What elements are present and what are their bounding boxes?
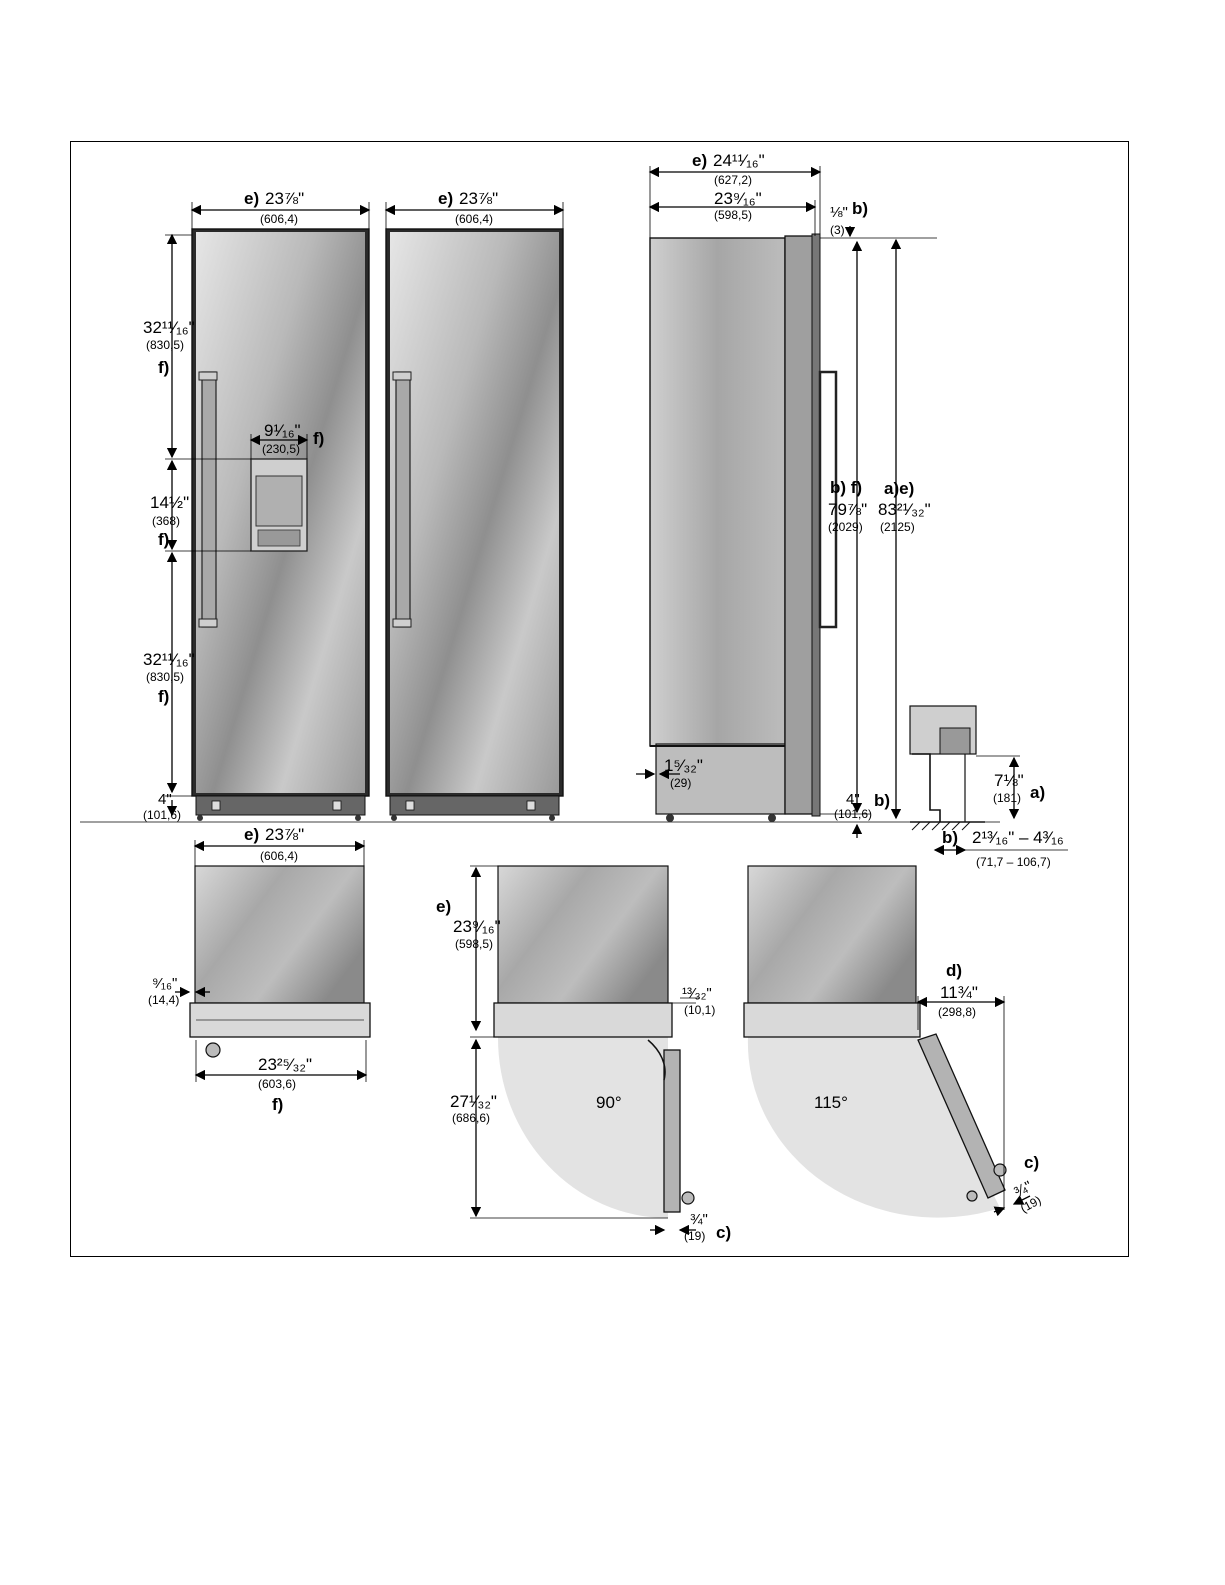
front1-dispenser-height-in: 14½" [150, 493, 189, 512]
detail-height-mm: (181) [993, 791, 1021, 805]
top90-door-gap-note: c) [716, 1223, 731, 1242]
side-door-height-mm: (2029) [828, 520, 863, 534]
toe-kick-detail [909, 705, 985, 831]
front1-lower-height-in: 32¹¹⁄₁₆" [143, 650, 195, 669]
top1-offset-mm: (14,4) [148, 993, 179, 1007]
front2-width-label: e) [438, 189, 453, 208]
side-top-gap-in: ⅛" [830, 204, 848, 221]
detail-height-note: a) [1030, 783, 1045, 802]
detail-range-mm: (71,7 – 106,7) [976, 855, 1051, 869]
top90-side-gap-in: ¹³⁄₃₂" [682, 985, 712, 1002]
top1-bottom-width-in: 23²⁵⁄₃₂" [258, 1055, 312, 1074]
front1-base-height-mm: (101,6) [143, 808, 181, 822]
front1-dispenser-width-mm: (230,5) [262, 442, 300, 456]
front1-upper-height-in: 32¹¹⁄₁₆" [143, 318, 195, 337]
top90-depth-in: 23⁹⁄₁₆" [453, 917, 501, 936]
front1-dispenser-width-in: 9¹⁄₁₆" [264, 421, 301, 440]
side-base-mm: (101,6) [834, 807, 872, 821]
side-overall-depth-label: e) [692, 151, 707, 170]
top90-door-gap-mm: (19) [684, 1229, 705, 1243]
top-view-door-115 [743, 865, 1007, 1218]
side-overall-height-label: a)e) [884, 479, 914, 498]
detail-range-note: b) [942, 828, 958, 847]
top1-width-label: e) [244, 825, 259, 844]
top90-door-gap-in: ¾" [690, 1211, 708, 1228]
front2-width-in: 23⅞" [459, 189, 498, 208]
top90-angle: 90° [596, 1093, 622, 1112]
top90-swing-mm: (686,6) [452, 1111, 490, 1125]
top1-bottom-width-mm: (603,6) [258, 1077, 296, 1091]
side-base-in: 4" [846, 791, 860, 808]
top1-width-in: 23⅞" [265, 825, 304, 844]
front1-upper-height-mm: (830,5) [146, 338, 184, 352]
top90-depth-mm: (598,5) [455, 937, 493, 951]
side-overall-depth-in: 24¹¹⁄₁₆" [713, 151, 765, 170]
top115-door-gap-note: c) [1024, 1153, 1039, 1172]
side-view-refrigerator [649, 233, 838, 822]
front1-lower-note: f) [158, 687, 169, 706]
side-overall-height-mm: (2125) [880, 520, 915, 534]
side-cabinet-depth-mm: (598,5) [714, 208, 752, 222]
front1-lower-height-mm: (830,5) [146, 670, 184, 684]
top-view-closed [189, 865, 371, 1058]
side-door-height-label: b) f) [830, 478, 862, 497]
front1-width-label: e) [244, 189, 259, 208]
front1-dispenser-height-note: f) [158, 530, 169, 549]
side-overall-height-in: 83²¹⁄₃₂" [878, 500, 931, 519]
side-base-note: b) [874, 791, 890, 810]
top115-angle: 115° [814, 1093, 848, 1112]
front1-width-mm: (606,4) [260, 212, 298, 226]
front1-width-in: 23⅞" [265, 189, 304, 208]
top115-clearance-in: 11¾" [940, 983, 978, 1002]
top1-width-mm: (606,4) [260, 849, 298, 863]
top90-side-gap-mm: (10,1) [684, 1003, 715, 1017]
side-cabinet-depth-in: 23⁹⁄₁₆" [714, 189, 762, 208]
top-view-door-90 [493, 865, 695, 1218]
side-top-gap-note: b) [852, 199, 868, 218]
front1-upper-note: f) [158, 358, 169, 377]
front1-dispenser-note: f) [313, 429, 324, 448]
front-view-refrigerator-dispenser [191, 228, 370, 821]
top1-offset-in: ⁹⁄₁₆" [152, 975, 177, 992]
side-door-height-in: 79⅞" [828, 500, 867, 519]
top90-depth-label: e) [436, 897, 451, 916]
top115-clearance-label: d) [946, 961, 962, 980]
detail-height-in: 7⅛" [994, 771, 1024, 790]
diagram-frame [70, 141, 1129, 1257]
top115-clearance-mm: (298,8) [938, 1005, 976, 1019]
side-overall-depth-mm: (627,2) [714, 173, 752, 187]
side-toe-in: 1⁵⁄₃₂" [664, 756, 703, 775]
side-toe-mm: (29) [670, 776, 691, 790]
top90-swing-in: 27¹⁄₃₂" [450, 1092, 497, 1111]
top1-bottom-note: f) [272, 1095, 283, 1114]
front-view-refrigerator-plain [385, 228, 564, 821]
front2-width-mm: (606,4) [455, 212, 493, 226]
front1-base-height-in: 4" [158, 791, 172, 808]
side-top-gap-mm: (3) [830, 223, 845, 237]
front1-dispenser-height-mm: (368) [152, 514, 180, 528]
detail-range-in: 2¹³⁄₁₆" – 4³⁄₁₆ [972, 828, 1064, 847]
